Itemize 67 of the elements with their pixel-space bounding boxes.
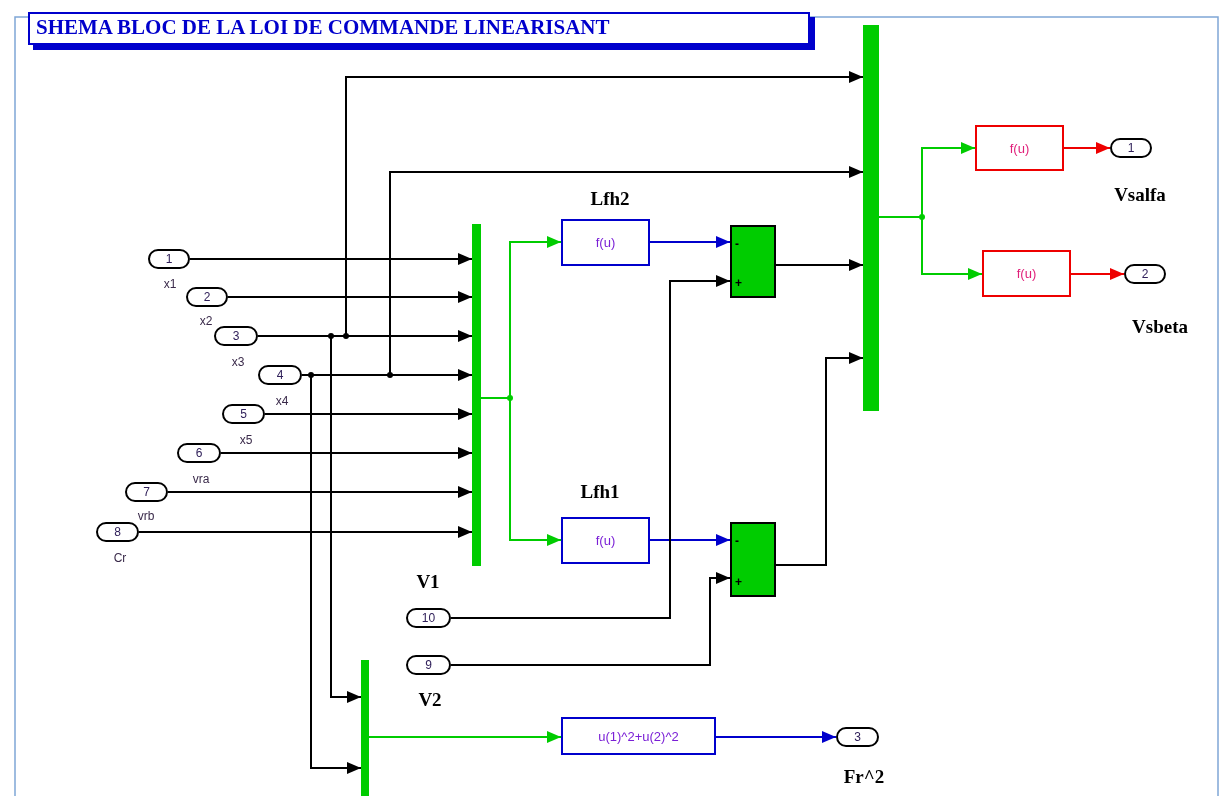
signal-label: vrb (137, 509, 155, 523)
sign-label: + (735, 277, 742, 289)
sign-label: - (735, 535, 739, 547)
block-name: Lfh2 (590, 188, 630, 210)
block-expression: f(u) (1016, 266, 1037, 281)
port-block (125, 482, 168, 502)
port-block (406, 655, 451, 675)
block-name: V2 (418, 689, 442, 711)
signal-arrow (450, 275, 731, 619)
block-expression: f(u) (595, 235, 616, 250)
port-number: 3 (232, 329, 240, 343)
mux-bar (472, 224, 481, 566)
signal-arrow (649, 236, 731, 248)
block-name: Vsbeta (1132, 316, 1188, 338)
port-number: 1 (165, 252, 173, 266)
block-expression: f(u) (595, 533, 616, 548)
port-number: 9 (425, 658, 432, 672)
mux-bar (863, 25, 879, 411)
signal-label: Cr (113, 551, 127, 565)
signal-arrow (1070, 268, 1125, 280)
signal-label: x4 (275, 394, 289, 408)
signal-arrow (715, 731, 837, 743)
port-number: 2 (1141, 267, 1149, 281)
function-block (975, 125, 1064, 171)
sign-label: - (735, 238, 739, 250)
signal-arrow (227, 291, 473, 303)
signal-label: vra (192, 472, 210, 486)
sign-label: + (735, 576, 742, 588)
block-name: Lfh1 (580, 481, 620, 503)
signal-label: x3 (231, 355, 245, 369)
port-number: 10 (421, 611, 436, 625)
sum-block (730, 522, 776, 597)
signal-arrow (368, 731, 562, 743)
port-number: 1 (1127, 141, 1135, 155)
signal-arrow (450, 572, 731, 666)
signal-label: x1 (163, 277, 177, 291)
signal-arrow (167, 486, 473, 498)
port-number: 5 (240, 407, 247, 421)
function-block (982, 250, 1071, 297)
signal-arrow (878, 216, 983, 280)
signal-arrow (649, 534, 731, 546)
block-name: Vsalfa (1114, 184, 1166, 206)
port-number: 6 (195, 446, 203, 460)
port-number: 7 (143, 485, 150, 499)
port-block (406, 608, 451, 628)
function-block (561, 717, 716, 755)
mux-bar (361, 660, 369, 796)
signal-arrow (264, 408, 473, 420)
port-number: 3 (854, 730, 861, 744)
signal-arrow (480, 397, 562, 546)
port-number: 4 (276, 368, 284, 382)
block-expression: u(1)^2+u(2)^2 (598, 728, 679, 744)
block-expression: f(u) (1009, 140, 1030, 156)
port-number: 2 (203, 290, 211, 304)
signal-arrow (775, 259, 864, 271)
port-block (186, 287, 228, 307)
port-number: 8 (114, 525, 121, 539)
block-name: Fr^2 (843, 766, 885, 788)
signal-arrow (220, 447, 473, 459)
signal-label: x5 (239, 433, 253, 447)
block-name: V1 (416, 571, 440, 593)
signal-arrow (775, 352, 864, 566)
sum-block (730, 225, 776, 298)
signal-arrow (138, 526, 473, 538)
signal-label: x2 (199, 314, 213, 328)
signal-arrow (1063, 142, 1111, 154)
signal-arrow (189, 253, 473, 265)
